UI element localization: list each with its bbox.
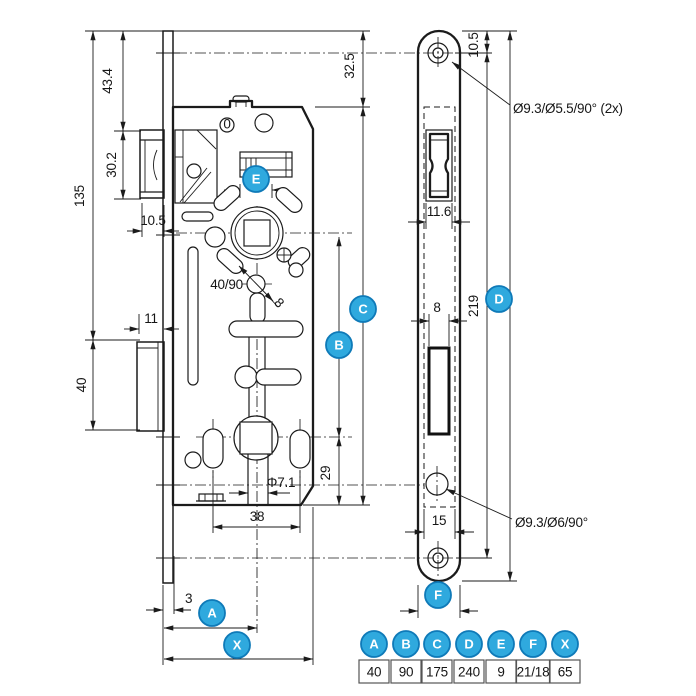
legend-value-box-a bbox=[358, 659, 390, 684]
wc-spindle bbox=[238, 265, 279, 308]
lower-fixing-hole bbox=[425, 472, 449, 496]
dim-32-5: 32.5 bbox=[342, 53, 357, 78]
legend-marker-a: A bbox=[360, 630, 388, 658]
front-view: 0 bbox=[136, 30, 315, 584]
dim-3: 3 bbox=[185, 591, 192, 606]
legend-value-d: 240 bbox=[458, 665, 480, 680]
front-view-dimensions: 43.4 30.2 135 40 10.5 11 32.5 29 40/90 8… bbox=[72, 30, 370, 665]
marker-c: C bbox=[349, 295, 377, 323]
case-slots bbox=[181, 185, 311, 469]
dim-11-6: 11.6 bbox=[427, 204, 451, 219]
svg-text:F: F bbox=[529, 637, 537, 652]
dim-40: 40 bbox=[74, 378, 89, 393]
dim-30-2: 30.2 bbox=[104, 152, 119, 177]
svg-text:A: A bbox=[207, 606, 217, 621]
bottom-screw-hole bbox=[427, 547, 449, 569]
note-top-holes: Ø9.3/Ø5.5/90° (2x) bbox=[513, 101, 623, 116]
legend-value-a: 40 bbox=[367, 665, 382, 680]
top-round-hole bbox=[254, 113, 274, 133]
dim-40-90: 40/90 bbox=[210, 277, 243, 292]
dim-38: 38 bbox=[250, 509, 265, 524]
legend-value-box-b bbox=[390, 659, 422, 684]
marker-a: A bbox=[198, 599, 226, 627]
faceplate-edge bbox=[162, 30, 174, 584]
svg-text:B: B bbox=[401, 637, 410, 652]
reference-markers: A B C D E F X bbox=[198, 165, 513, 659]
legend-marker-f: F bbox=[519, 630, 547, 658]
legend-marker-d: D bbox=[455, 630, 483, 658]
dim-15: 15 bbox=[432, 513, 447, 528]
latch-bolt bbox=[139, 129, 165, 199]
deadbolt bbox=[136, 341, 165, 432]
svg-text:F: F bbox=[434, 588, 442, 603]
latch-mechanism bbox=[174, 129, 218, 204]
marker-x: X bbox=[223, 631, 251, 659]
svg-text:E: E bbox=[497, 637, 506, 652]
latch-cutout bbox=[425, 129, 453, 202]
dim-10-5-face: 10.5 bbox=[466, 32, 481, 57]
dim-10-5-front: 10.5 bbox=[140, 213, 165, 228]
dim-8-face: 8 bbox=[433, 300, 440, 315]
tiny-mark-label: 0 bbox=[223, 117, 230, 132]
dim-11: 11 bbox=[144, 311, 158, 326]
marker-e: E bbox=[242, 165, 270, 193]
mortise-dashed-outline bbox=[423, 106, 456, 508]
deadbolt-cutout bbox=[427, 346, 451, 436]
cylinder-hub bbox=[202, 415, 311, 504]
svg-text:D: D bbox=[464, 637, 473, 652]
legend: A 40 B 90 C 175 D 240 E 9 F 21/18 X 65 bbox=[358, 630, 581, 684]
legend-value-f: 21/18 bbox=[517, 665, 550, 680]
lock-case-outline bbox=[171, 99, 315, 507]
svg-text:X: X bbox=[233, 638, 242, 653]
svg-text:A: A bbox=[369, 637, 379, 652]
legend-value-box-x bbox=[549, 659, 581, 684]
case-bottom-clip bbox=[196, 493, 226, 502]
marker-f: F bbox=[424, 581, 452, 609]
dim-219: 219 bbox=[466, 295, 481, 317]
svg-text:B: B bbox=[334, 338, 343, 353]
tiny-marked-hole bbox=[219, 117, 235, 133]
dim-8-diag: 8 bbox=[271, 295, 287, 311]
legend-value-b: 90 bbox=[399, 665, 414, 680]
legend-marker-x: X bbox=[551, 630, 579, 658]
dim-135: 135 bbox=[72, 185, 87, 207]
marker-d: D bbox=[485, 285, 513, 313]
svg-text:C: C bbox=[358, 302, 368, 317]
legend-value-c: 175 bbox=[426, 665, 448, 680]
faceplate-view: 11.6 8 15 10.5 bbox=[400, 29, 623, 618]
svg-text:D: D bbox=[494, 292, 503, 307]
legend-value-e: 9 bbox=[497, 665, 504, 680]
note-bottom-hole: Ø9.3/Ø6/90° bbox=[515, 515, 588, 530]
svg-text:C: C bbox=[432, 637, 442, 652]
svg-text:E: E bbox=[252, 172, 261, 187]
legend-marker-c: C bbox=[423, 630, 451, 658]
legend-marker-e: E bbox=[487, 630, 515, 658]
dim-29: 29 bbox=[318, 466, 333, 481]
dim-43-4: 43.4 bbox=[100, 68, 115, 94]
legend-value-x: 65 bbox=[558, 665, 573, 680]
handle-follower bbox=[230, 206, 284, 260]
faceplate-outline bbox=[416, 29, 462, 583]
case-top-tab bbox=[232, 95, 250, 107]
legend-value-box-c bbox=[421, 659, 453, 684]
legend-value-box-d bbox=[453, 659, 485, 684]
marker-b: B bbox=[325, 331, 353, 359]
centerlines bbox=[157, 37, 456, 633]
top-screw-hole bbox=[427, 42, 449, 64]
legend-marker-b: B bbox=[392, 630, 420, 658]
svg-text:X: X bbox=[561, 637, 570, 652]
dim-phi-7-1: Φ7.1 bbox=[267, 475, 296, 490]
